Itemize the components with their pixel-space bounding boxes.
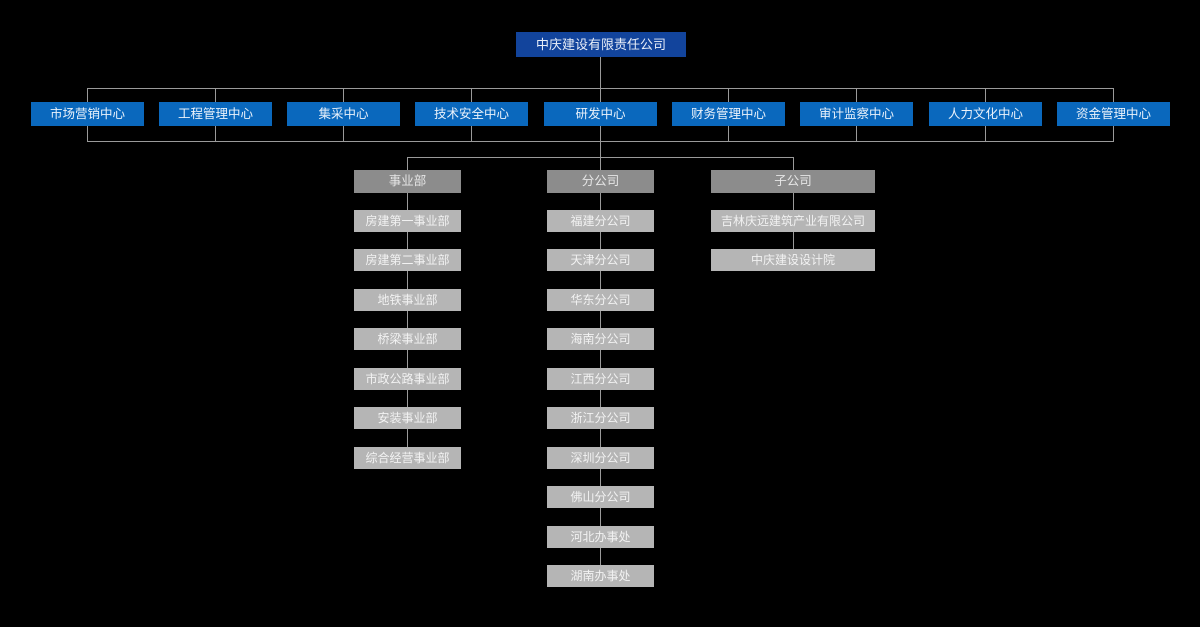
org-group-header-3-label: 子公司: [774, 174, 812, 189]
org-node-center-4-label: 技术安全中心: [433, 106, 509, 121]
connector-center-drop-5: [600, 88, 601, 102]
connector-group-drop-2: [600, 157, 601, 170]
org-item-2-3[interactable]: 华东分公司: [547, 289, 654, 311]
connector-center-drop-1: [87, 88, 88, 102]
org-item-2-7[interactable]: 深圳分公司: [547, 447, 654, 469]
org-group-header-2-label: 分公司: [581, 174, 620, 189]
org-item-1-2-label: 房建第二事业部: [365, 253, 450, 267]
connector-group-drop-1: [407, 157, 408, 170]
org-item-1-6-label: 安装事业部: [377, 411, 438, 425]
connector-group-stem: [600, 141, 601, 157]
connector-center-tail-9: [1113, 126, 1114, 141]
org-item-1-7[interactable]: 综合经营事业部: [354, 447, 461, 469]
connector-root-stem: [600, 57, 601, 88]
org-item-2-7-label: 深圳分公司: [570, 451, 631, 465]
org-item-2-2[interactable]: 天津分公司: [547, 249, 654, 271]
org-node-center-7[interactable]: 审计监察中心: [800, 102, 913, 126]
org-node-center-8-label: 人力文化中心: [947, 106, 1023, 121]
org-group-header-2[interactable]: 分公司: [547, 170, 654, 193]
org-item-3-2[interactable]: 中庆建设设计院: [711, 249, 875, 271]
org-group-header-3[interactable]: 子公司: [711, 170, 875, 193]
org-item-1-6[interactable]: 安装事业部: [354, 407, 461, 429]
org-item-1-1[interactable]: 房建第一事业部: [354, 210, 461, 232]
org-item-2-5[interactable]: 江西分公司: [547, 368, 654, 390]
connector-center-tail-5: [600, 126, 601, 141]
org-node-center-1[interactable]: 市场营销中心: [31, 102, 144, 126]
org-item-1-7-label: 综合经营事业部: [365, 451, 450, 465]
org-item-1-3[interactable]: 地铁事业部: [354, 289, 461, 311]
org-item-1-5[interactable]: 市政公路事业部: [354, 368, 461, 390]
org-item-2-1[interactable]: 福建分公司: [547, 210, 654, 232]
org-node-center-4[interactable]: 技术安全中心: [415, 102, 528, 126]
org-group-header-1[interactable]: 事业部: [354, 170, 461, 193]
org-node-center-5[interactable]: 研发中心: [544, 102, 657, 126]
org-item-2-4[interactable]: 海南分公司: [547, 328, 654, 350]
org-node-center-2[interactable]: 工程管理中心: [159, 102, 272, 126]
connector-center-drop-7: [856, 88, 857, 102]
org-item-3-1[interactable]: 吉林庆远建筑产业有限公司: [711, 210, 875, 232]
org-node-root[interactable]: 中庆建设有限责任公司: [516, 32, 686, 57]
connector-center-tail-2: [215, 126, 216, 141]
org-node-center-3[interactable]: 集采中心: [287, 102, 400, 126]
connector-center-drop-4: [471, 88, 472, 102]
connector-group2-spine: [600, 193, 601, 587]
org-item-2-6[interactable]: 浙江分公司: [547, 407, 654, 429]
connector-center-drop-3: [343, 88, 344, 102]
org-node-center-5-label: 研发中心: [575, 106, 626, 121]
org-item-1-5-label: 市政公路事业部: [365, 372, 450, 386]
org-item-2-1-label: 福建分公司: [570, 214, 631, 228]
org-item-2-3-label: 华东分公司: [570, 293, 631, 307]
org-item-2-10-label: 湖南办事处: [570, 569, 631, 583]
org-node-center-9-label: 资金管理中心: [1075, 106, 1151, 121]
org-item-2-4-label: 海南分公司: [570, 332, 631, 346]
org-item-2-8[interactable]: 佛山分公司: [547, 486, 654, 508]
org-item-1-2[interactable]: 房建第二事业部: [354, 249, 461, 271]
org-group-header-1-label: 事业部: [388, 174, 427, 189]
org-item-2-10[interactable]: 湖南办事处: [547, 565, 654, 587]
org-node-root-label: 中庆建设有限责任公司: [535, 37, 666, 52]
org-item-2-2-label: 天津分公司: [570, 253, 631, 267]
org-item-2-6-label: 浙江分公司: [570, 411, 631, 425]
connector-center-tail-3: [343, 126, 344, 141]
org-item-2-8-label: 佛山分公司: [570, 490, 631, 504]
connector-center-tail-8: [985, 126, 986, 141]
connector-center-drop-2: [215, 88, 216, 102]
org-item-3-2-label: 中庆建设设计院: [750, 253, 835, 267]
connector-center-drop-8: [985, 88, 986, 102]
org-item-3-1-label: 吉林庆远建筑产业有限公司: [720, 214, 865, 228]
org-item-1-4[interactable]: 桥梁事业部: [354, 328, 461, 350]
connector-center-drop-9: [1113, 88, 1114, 102]
org-node-center-7-label: 审计监察中心: [818, 106, 894, 121]
connector-center-tail-4: [471, 126, 472, 141]
org-item-2-9-label: 河北办事处: [570, 530, 631, 544]
org-node-center-3-label: 集采中心: [318, 106, 369, 121]
org-node-center-2-label: 工程管理中心: [177, 106, 253, 121]
org-node-center-6-label: 财务管理中心: [690, 106, 766, 121]
org-item-2-5-label: 江西分公司: [570, 372, 631, 386]
org-node-center-9[interactable]: 资金管理中心: [1057, 102, 1170, 126]
org-node-center-8[interactable]: 人力文化中心: [929, 102, 1042, 126]
org-item-2-9[interactable]: 河北办事处: [547, 526, 654, 548]
connector-center-tail-6: [728, 126, 729, 141]
org-node-center-6[interactable]: 财务管理中心: [672, 102, 785, 126]
org-item-1-4-label: 桥梁事业部: [377, 332, 438, 346]
connector-group3-spine: [793, 193, 794, 271]
connector-center-tail-1: [87, 126, 88, 141]
org-node-center-1-label: 市场营销中心: [49, 106, 125, 121]
connector-center-drop-6: [728, 88, 729, 102]
org-item-1-3-label: 地铁事业部: [377, 293, 438, 307]
org-item-1-1-label: 房建第一事业部: [365, 214, 450, 228]
connector-group-drop-3: [793, 157, 794, 170]
connector-center-tail-7: [856, 126, 857, 141]
